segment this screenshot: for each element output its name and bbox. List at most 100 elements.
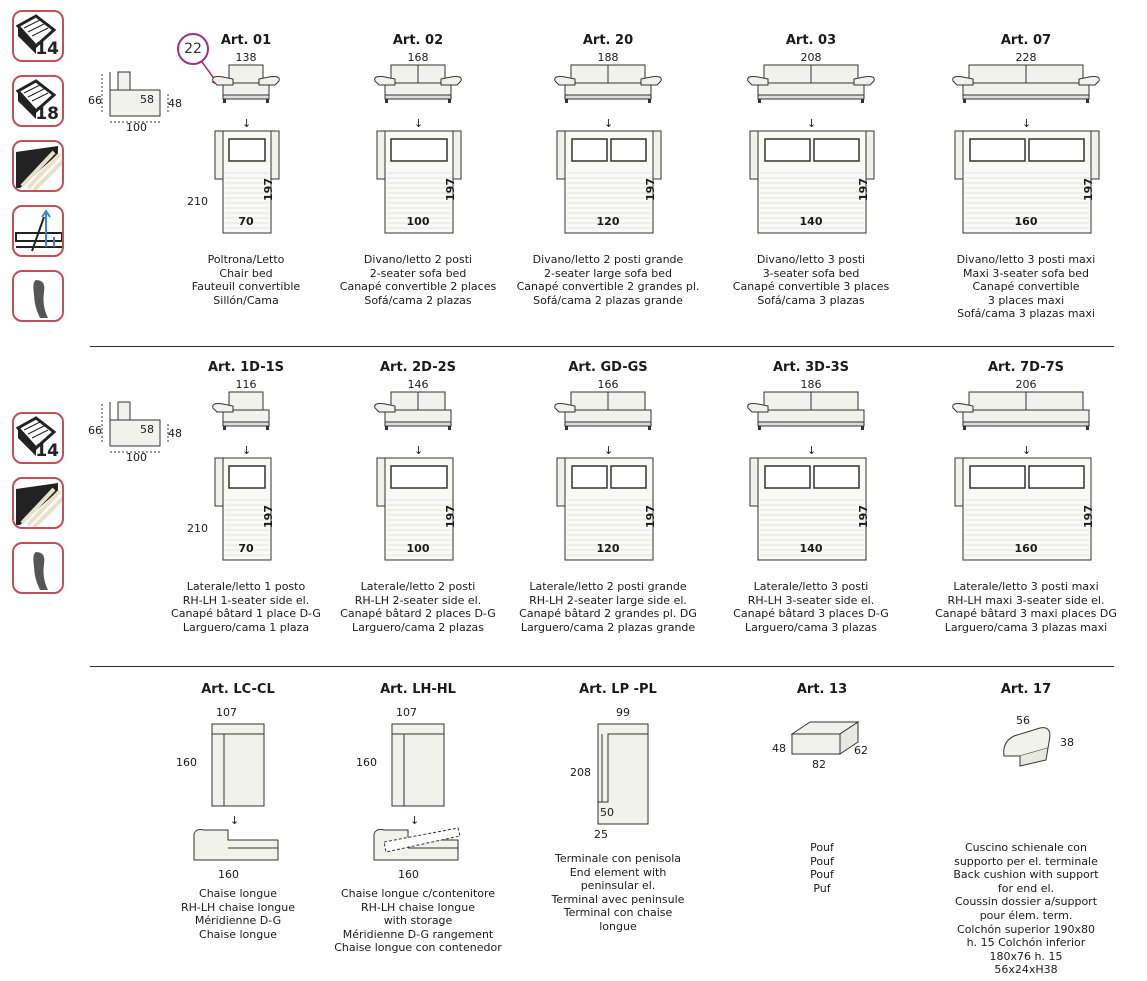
article-code: Art. 7D-7S — [987, 360, 1065, 375]
divider — [90, 346, 1114, 347]
bed-open-view — [376, 457, 454, 561]
article-description: Divano/letto 3 posti maxi Maxi 3-seater … — [956, 253, 1096, 321]
cushion-drawing — [1003, 727, 1051, 767]
article-code: Art. 2D-2S — [379, 360, 457, 375]
profile-height: 66 — [88, 94, 102, 107]
open-arrow: ↓ — [807, 117, 817, 130]
slats-icon — [12, 477, 64, 529]
bed-open-view — [376, 130, 462, 234]
bed-open-view — [556, 130, 662, 234]
article-code: Art. 03 — [785, 33, 837, 48]
bed-length: 197 — [1081, 178, 1095, 201]
bed-open-view — [954, 457, 1092, 561]
armrest-icon — [12, 542, 64, 594]
seat-density-14-icon: 14 — [12, 10, 64, 62]
article-description: Chaise longue RH-LH chaise longue Méridi… — [180, 887, 296, 941]
article-description: Laterale/letto 1 posto RH-LH 1-seater si… — [171, 580, 321, 634]
article-code: Art. 07 — [1000, 33, 1052, 48]
open-arrow: ↓ — [604, 444, 614, 457]
article-width: 206 — [1015, 378, 1037, 391]
top-width: 107 — [216, 706, 237, 719]
open-arrow: ↓ — [230, 814, 240, 827]
bed-open-view — [954, 130, 1100, 234]
open-arrow: ↓ — [410, 814, 420, 827]
open-arrow: ↓ — [414, 444, 424, 457]
top-width: 99 — [616, 706, 630, 719]
density-number: 18 — [35, 104, 59, 124]
article-width: 168 — [407, 51, 429, 64]
sofa-front-view — [952, 391, 1090, 430]
bed-open-view — [556, 457, 654, 561]
profile-height: 66 — [88, 424, 102, 437]
bed-width: 120 — [596, 542, 620, 555]
open-arrow: ↓ — [807, 444, 817, 457]
chaise-side-view — [193, 829, 279, 861]
open-length: 210 — [187, 195, 208, 208]
article-description: Divano/letto 2 posti grande 2-seater lar… — [516, 253, 700, 307]
sofa-front-view — [212, 64, 280, 103]
article-width: 146 — [407, 378, 429, 391]
article-code: Art. 1D-1S — [207, 360, 285, 375]
open-arrow: ↓ — [242, 117, 252, 130]
bed-width: 140 — [799, 215, 823, 228]
top-width: 107 — [396, 706, 417, 719]
chaise-top-view — [391, 723, 445, 807]
article-description: Pouf Pouf Pouf Puf — [810, 841, 834, 895]
bed-length: 197 — [643, 178, 657, 201]
slats-icon — [12, 140, 64, 192]
bed-width: 160 — [1014, 215, 1038, 228]
profile-seat-depth: 58 — [140, 423, 154, 436]
bed-width: 100 — [406, 215, 430, 228]
article-description: Laterale/letto 2 posti RH-LH 2-seater si… — [340, 580, 496, 634]
density-number: 14 — [35, 39, 59, 59]
chaise-top-view — [211, 723, 265, 807]
mechanism-icon — [12, 205, 64, 257]
article-code: Art. LH-HL — [380, 682, 456, 697]
bottom-width: 25 — [594, 828, 608, 841]
open-arrow: ↓ — [1022, 117, 1032, 130]
bed-width: 140 — [799, 542, 823, 555]
peninsula-top-view — [597, 723, 649, 825]
bed-width: 120 — [596, 215, 620, 228]
article-width: 116 — [235, 378, 257, 391]
bed-length: 197 — [856, 505, 870, 528]
article-width: 228 — [1015, 51, 1037, 64]
profile-drawing-row2: 66 58 48 100 — [88, 396, 188, 466]
bed-open-view — [749, 457, 867, 561]
article-description: Terminale con penisola End element with … — [551, 852, 685, 933]
bed-open-view — [214, 130, 280, 234]
pouf-width: 82 — [812, 758, 826, 771]
article-code: Art. 02 — [392, 33, 444, 48]
bed-open-view — [214, 457, 272, 561]
article-description: Cuscino schienale con supporto per el. t… — [953, 841, 1099, 977]
bed-length: 197 — [443, 178, 457, 201]
article-width: 208 — [800, 51, 822, 64]
profile-depth: 100 — [126, 451, 147, 464]
cushion-height: 38 — [1060, 736, 1074, 749]
bed-length: 197 — [261, 178, 275, 201]
article-description: Divano/letto 2 posti 2-seater sofa bed C… — [339, 253, 497, 307]
profile-seat-height: 48 — [168, 97, 182, 110]
article-code: Art. LC-CL — [201, 682, 275, 697]
bed-width: 70 — [238, 215, 254, 228]
open-arrow: ↓ — [242, 444, 252, 457]
open-arrow: ↓ — [604, 117, 614, 130]
sofa-front-view — [952, 64, 1100, 103]
article-description: Laterale/letto 3 posti RH-LH 3-seater si… — [733, 580, 889, 634]
side-length: 160 — [398, 868, 419, 881]
sofa-front-view — [212, 391, 270, 430]
open-arrow: ↓ — [414, 117, 424, 130]
bed-length: 197 — [856, 178, 870, 201]
article-description: Chaise longue c/contenitore RH-LH chaise… — [334, 887, 502, 955]
pouf-depth-right: 62 — [854, 744, 868, 757]
profile-seat-height: 48 — [168, 427, 182, 440]
article-width: 138 — [235, 51, 257, 64]
article-width: 186 — [800, 378, 822, 391]
article-code: Art. GD-GS — [568, 360, 648, 375]
side-length: 160 — [218, 868, 239, 881]
article-width: 166 — [597, 378, 619, 391]
bed-width: 70 — [238, 542, 254, 555]
profile-seat-depth: 58 — [140, 93, 154, 106]
bed-open-view — [749, 130, 875, 234]
bed-length: 197 — [643, 505, 657, 528]
